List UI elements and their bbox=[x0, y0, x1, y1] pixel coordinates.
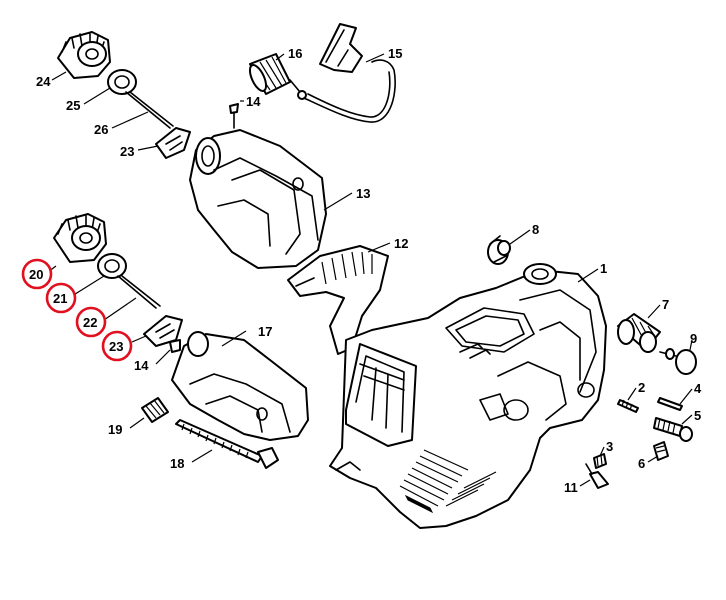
callout-14: 14 bbox=[134, 358, 149, 373]
callout-2: 2 bbox=[638, 380, 645, 395]
callout-14-top: 14 bbox=[246, 94, 261, 109]
callout-19: 19 bbox=[108, 422, 122, 437]
part-26-line bbox=[125, 91, 174, 129]
callout-9: 9 bbox=[690, 331, 697, 346]
callout-22: 22 bbox=[83, 315, 97, 330]
callout-23-top: 23 bbox=[120, 144, 134, 159]
leader-lines bbox=[47, 53, 693, 487]
callout-15: 15 bbox=[388, 46, 402, 61]
callout-4: 4 bbox=[694, 381, 702, 396]
part-3-screw bbox=[593, 453, 607, 469]
part-21-washer bbox=[97, 253, 127, 279]
part-14-screw bbox=[169, 339, 181, 353]
highlight-circle-20 bbox=[21, 258, 53, 290]
part-4-pin bbox=[657, 397, 683, 411]
callout-16: 16 bbox=[288, 46, 302, 61]
callout-13: 13 bbox=[356, 186, 370, 201]
callout-23: 23 bbox=[109, 339, 123, 354]
callout-1: 1 bbox=[600, 261, 607, 276]
callout-20: 20 bbox=[29, 267, 43, 282]
part-14-screw-top bbox=[229, 103, 239, 129]
part-5-adjuster bbox=[653, 417, 693, 442]
part-16-filter bbox=[248, 53, 307, 100]
part-17-oil-tank bbox=[171, 331, 309, 441]
part-19-fitting bbox=[141, 397, 169, 423]
highlight-circle-23 bbox=[101, 330, 133, 362]
highlight-circle-21 bbox=[45, 282, 77, 314]
part-13-tank-housing bbox=[189, 129, 327, 269]
callout-5: 5 bbox=[694, 408, 701, 423]
highlight-circles bbox=[21, 258, 133, 362]
part-20-cap bbox=[53, 213, 107, 263]
callout-17: 17 bbox=[258, 324, 272, 339]
callout-24: 24 bbox=[36, 74, 51, 89]
part-11-clip bbox=[585, 463, 609, 489]
part-22-line bbox=[117, 275, 161, 309]
callout-7: 7 bbox=[662, 297, 669, 312]
part-25-washer bbox=[107, 69, 137, 95]
callout-25: 25 bbox=[66, 98, 80, 113]
callout-labels: 24 25 26 23 16 15 14 13 12 8 1 7 9 2 4 5… bbox=[29, 46, 702, 495]
part-1-crankcase bbox=[329, 263, 607, 529]
callout-3: 3 bbox=[606, 439, 613, 454]
part-24-cap bbox=[57, 31, 111, 79]
callout-21: 21 bbox=[53, 291, 67, 306]
callout-26: 26 bbox=[94, 122, 108, 137]
part-8-grommet bbox=[487, 235, 511, 265]
part-2-pin bbox=[617, 399, 639, 413]
part-15-fuel-line bbox=[303, 23, 396, 123]
part-23-strainer bbox=[143, 315, 183, 347]
part-18-adjuster bbox=[175, 419, 279, 469]
callout-12: 12 bbox=[394, 236, 408, 251]
part-23-strainer-top bbox=[155, 127, 191, 159]
part-7-bushing bbox=[617, 313, 661, 353]
part-9-plug bbox=[659, 348, 697, 375]
callout-8: 8 bbox=[532, 222, 539, 237]
highlight-circle-22 bbox=[75, 306, 107, 338]
callout-6: 6 bbox=[638, 456, 645, 471]
callout-11: 11 bbox=[564, 480, 578, 495]
callout-18: 18 bbox=[170, 456, 184, 471]
part-6-screw bbox=[653, 441, 669, 461]
